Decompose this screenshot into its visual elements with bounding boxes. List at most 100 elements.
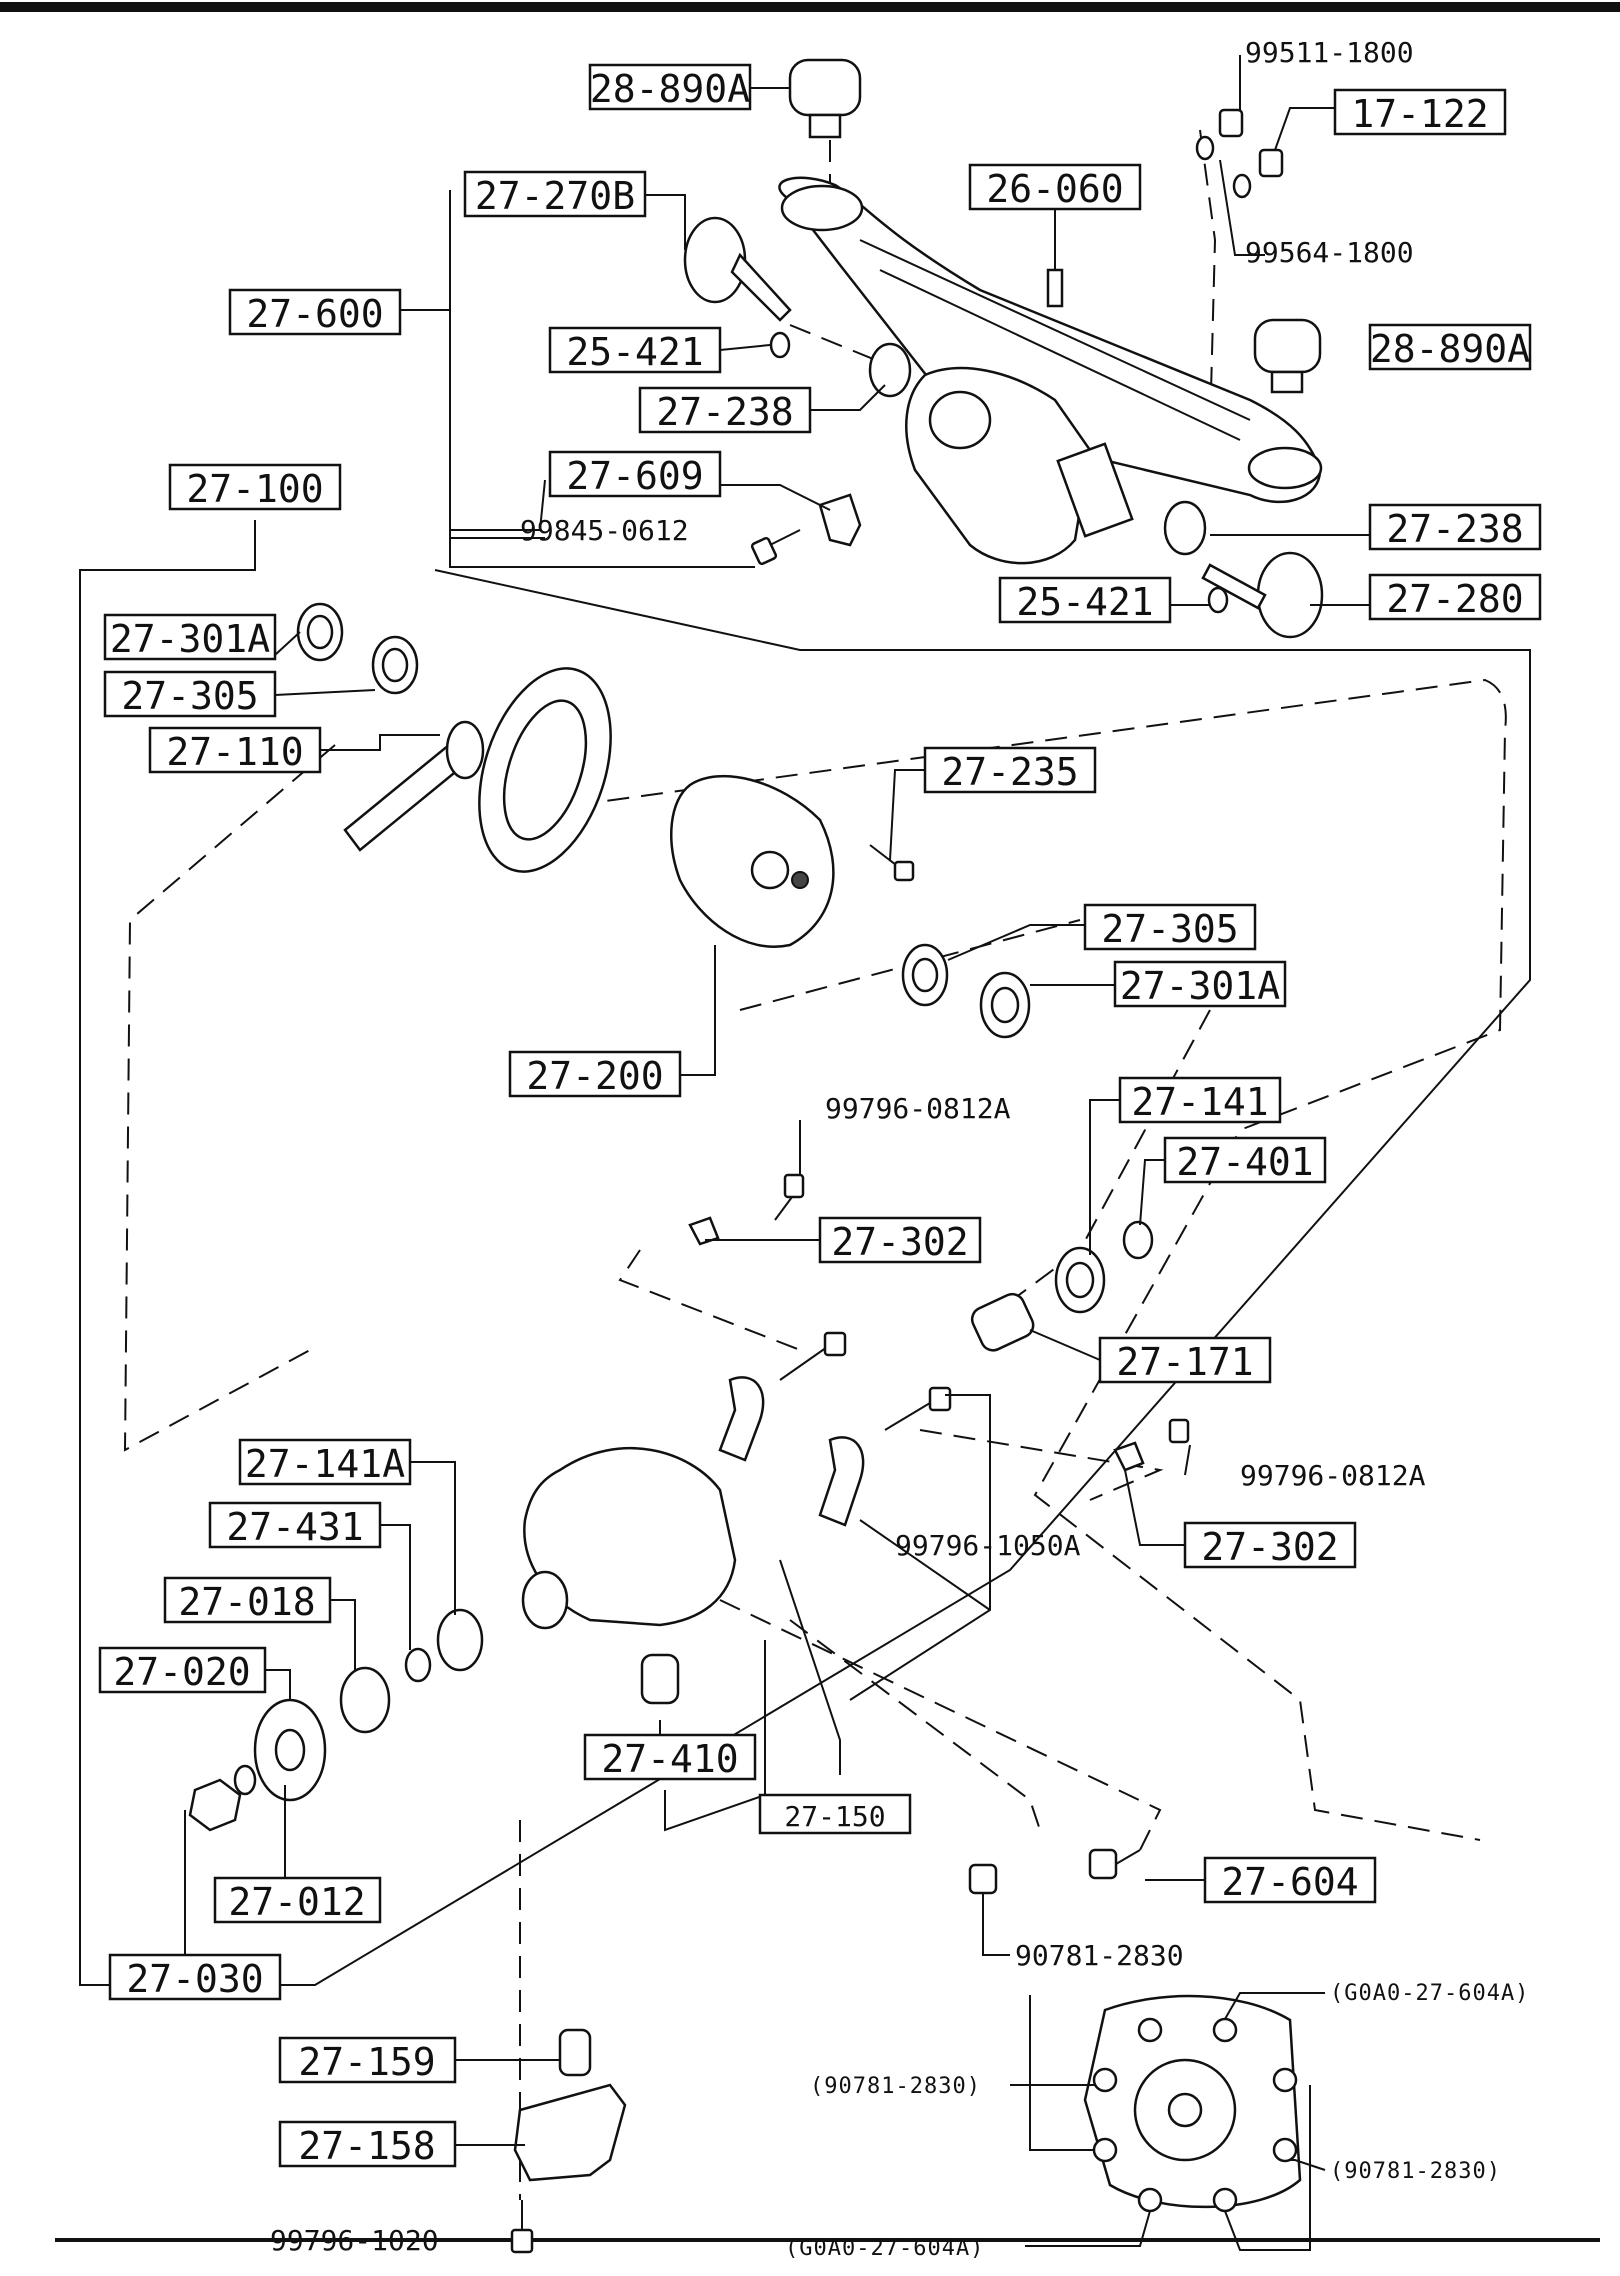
label-27-609: 27-609: [566, 454, 703, 498]
callout-27-020[interactable]: 27-020: [98, 1646, 267, 1694]
callout-28-890A-right[interactable]: 28-890A: [1368, 323, 1532, 371]
callout-99796-0812A-right[interactable]: 99796-0812A: [1240, 1459, 1426, 1492]
label-99796-0812A-top: 99796-0812A: [825, 1092, 1011, 1125]
detail-rear-cover-view: [1083, 1994, 1302, 2213]
label-27-171: 27-171: [1116, 1340, 1253, 1384]
callout-28-890A-top[interactable]: 28-890A: [588, 63, 752, 111]
label-27-030: 27-030: [126, 1957, 263, 2001]
callout-27-030[interactable]: 27-030: [108, 1953, 282, 2001]
callout-G0A0-27-604A-bottom[interactable]: (G0A0-27-604A): [785, 2236, 984, 2261]
ring-gear: [478, 667, 612, 873]
leader-lines: [184, 55, 1370, 2251]
bolt-90781-2830: [968, 1863, 998, 1910]
label-27-305-top: 27-305: [121, 674, 258, 718]
callout-90781-2830-left[interactable]: (90781-2830): [810, 2074, 981, 2099]
callout-27-401[interactable]: 27-401: [1163, 1136, 1327, 1184]
callout-27-141[interactable]: 27-141: [1118, 1076, 1282, 1124]
bearing-27-141A: [436, 1608, 484, 1672]
callout-27-141A[interactable]: 27-141A: [238, 1438, 412, 1486]
label-27-012: 27-012: [228, 1880, 365, 1924]
callout-27-100[interactable]: 27-100: [168, 463, 342, 511]
callout-G0A0-27-604A-top[interactable]: (G0A0-27-604A): [1330, 1981, 1529, 2006]
callout-99796-1050A[interactable]: 99796-1050A: [895, 1529, 1081, 1562]
callout-27-305-mid[interactable]: 27-305: [1083, 903, 1257, 951]
bearing-27-301A-top: [296, 602, 344, 662]
callout-27-410[interactable]: 27-410: [583, 1733, 757, 1781]
washer-99564-1800-b: [1232, 173, 1252, 199]
callout-27-301A-mid[interactable]: 27-301A: [1113, 960, 1287, 1008]
callout-27-270B[interactable]: 27-270B: [463, 170, 647, 218]
clip-27-302-top: [688, 1216, 720, 1246]
clip-27-302-right: [1113, 1441, 1145, 1472]
label-27-150: 27-150: [784, 1800, 885, 1833]
callout-99511-1800[interactable]: 99511-1800: [1245, 36, 1414, 69]
callout-27-604[interactable]: 27-604: [1203, 1856, 1377, 1904]
callout-27-280[interactable]: 27-280: [1368, 573, 1542, 621]
bolt-99796-0812A-right: [1168, 1418, 1190, 1444]
label-27-158: 27-158: [298, 2124, 435, 2168]
label-27-020: 27-020: [113, 1650, 250, 1694]
callout-90781-2830[interactable]: 90781-2830: [1015, 1939, 1184, 1972]
label-90781-2830: 90781-2830: [1015, 1939, 1184, 1972]
bearing-cap-left: [718, 1376, 765, 1462]
side-axle-27-280: [1201, 551, 1324, 639]
washer-27-431: [404, 1647, 432, 1683]
callout-27-110[interactable]: 27-110: [148, 726, 322, 774]
differential-case: [670, 774, 835, 948]
callout-90781-2830-right[interactable]: (90781-2830): [1330, 2159, 1501, 2184]
label-26-060: 26-060: [986, 167, 1123, 211]
callout-17-122[interactable]: 17-122: [1333, 88, 1507, 136]
callout-27-200[interactable]: 27-200: [508, 1050, 682, 1098]
label-99796-1050A: 99796-1050A: [895, 1529, 1081, 1562]
label-G0A0-27-604A-bottom: (G0A0-27-604A): [785, 2236, 984, 2261]
bushing-28-890A-top: [788, 58, 862, 139]
dashed-outline-cap-right: [919, 1429, 1164, 1501]
bolt-99796-1050A-a: [779, 1331, 847, 1381]
label-27-159: 27-159: [298, 2040, 435, 2084]
callout-27-171[interactable]: 27-171: [1098, 1336, 1272, 1384]
callout-27-301A-top[interactable]: 27-301A: [103, 613, 277, 661]
washer-27-401: [1122, 1220, 1154, 1260]
label-27-141A: 27-141A: [245, 1442, 405, 1486]
label-99564-1800: 99564-1800: [1245, 236, 1414, 269]
callout-25-421-right[interactable]: 25-421: [998, 576, 1172, 624]
callout-99564-1800[interactable]: 99564-1800: [1245, 236, 1414, 269]
nut-27-030: [188, 1778, 242, 1832]
callout-27-305-top[interactable]: 27-305: [103, 670, 277, 718]
label-27-238-right: 27-238: [1386, 507, 1523, 551]
callout-27-302-top[interactable]: 27-302: [818, 1216, 982, 1264]
label-27-110: 27-110: [166, 730, 303, 774]
callout-26-060[interactable]: 26-060: [968, 163, 1142, 211]
callout-27-431[interactable]: 27-431: [208, 1501, 382, 1549]
bolt-99796-1020: [510, 2200, 534, 2254]
callout-27-158[interactable]: 27-158: [278, 2120, 457, 2168]
callout-27-302-right[interactable]: 27-302: [1183, 1521, 1357, 1569]
callout-99845-0612[interactable]: 99845-0612: [520, 514, 689, 547]
seal-27-238-left: [868, 342, 912, 398]
seal-27-018: [339, 1666, 391, 1734]
bushing-27-159: [558, 2028, 592, 2077]
label-27-301A-top: 27-301A: [110, 617, 270, 661]
label-17-122: 17-122: [1351, 92, 1488, 136]
bearing-27-305-top: [371, 635, 419, 695]
callout-27-238-left[interactable]: 27-238: [638, 386, 812, 434]
label-99796-1020: 99796-1020: [270, 2224, 439, 2257]
callout-27-609[interactable]: 27-609: [548, 450, 722, 498]
callout-27-018[interactable]: 27-018: [163, 1576, 332, 1624]
bolt-99796-0812A-top: [774, 1173, 805, 1221]
callout-99796-1020[interactable]: 99796-1020: [270, 2224, 439, 2257]
label-28-890A-top: 28-890A: [590, 67, 750, 111]
label-27-235: 27-235: [941, 750, 1078, 794]
label-G0A0-27-604A-top: (G0A0-27-604A): [1330, 1981, 1529, 2006]
callout-99796-0812A-top[interactable]: 99796-0812A: [825, 1092, 1011, 1125]
label-27-302-right: 27-302: [1201, 1525, 1338, 1569]
callout-27-159[interactable]: 27-159: [278, 2036, 457, 2084]
callout-27-238-right[interactable]: 27-238: [1368, 503, 1542, 551]
callout-27-012[interactable]: 27-012: [213, 1876, 382, 1924]
callout-25-421-left[interactable]: 25-421: [548, 326, 722, 374]
callout-27-150[interactable]: 27-150: [758, 1793, 912, 1835]
callout-27-235[interactable]: 27-235: [923, 746, 1097, 794]
callout-27-600[interactable]: 27-600: [228, 288, 402, 336]
